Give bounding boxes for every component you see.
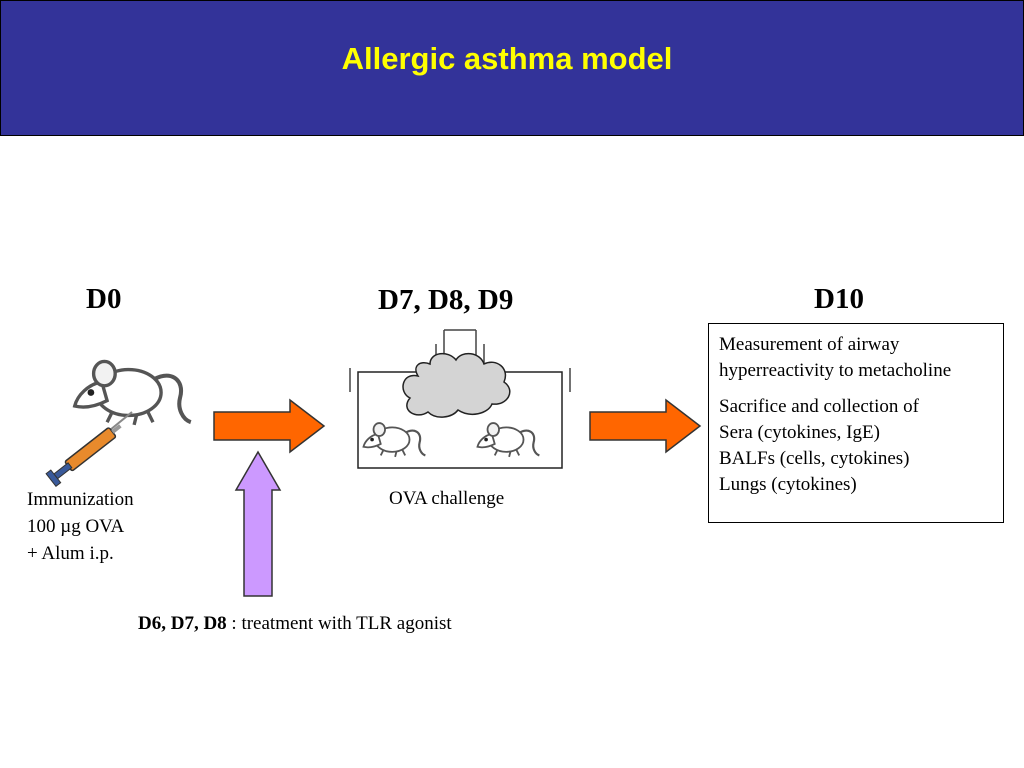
arrow-challenge-to-d10 xyxy=(589,398,702,454)
treatment-text: : treatment with TLR agonist xyxy=(226,613,452,634)
treatment-days: D6, D7, D8 xyxy=(138,613,227,634)
arrow-d0-to-challenge xyxy=(213,398,326,454)
caption-line: + Alum i.p. xyxy=(27,543,114,564)
cloud-icon xyxy=(402,352,511,418)
day-label-challenge: D7, D8, D9 xyxy=(378,284,514,316)
info-line: Measurement of airway xyxy=(719,334,900,355)
arrow-treatment xyxy=(234,450,282,597)
immunization-caption: Immunization 100 µg OVA + Alum i.p. xyxy=(27,486,134,567)
info-line: hyperreactivity to metacholine xyxy=(719,360,952,381)
header-bar: Allergic asthma model xyxy=(0,0,1024,136)
info-line: Sera (cytokines, IgE) xyxy=(719,422,880,443)
syringe-icon xyxy=(45,411,133,488)
d10-info-box: Measurement of airway hyperreactivity to… xyxy=(708,323,1004,523)
day-label-d10: D10 xyxy=(814,283,864,315)
info-line: Lungs (cytokines) xyxy=(719,474,857,495)
slide-title: Allergic asthma model xyxy=(341,41,673,76)
mouse-icon xyxy=(75,361,191,424)
challenge-caption: OVA challenge xyxy=(389,488,505,509)
treatment-note: D6, D7, D8 : treatment with TLR agonist xyxy=(138,613,452,635)
day-label-d0: D0 xyxy=(86,283,122,315)
info-line: Sacrifice and collection of xyxy=(719,396,919,417)
info-line: BALFs (cells, cytokines) xyxy=(719,448,910,469)
caption-line: 100 µg OVA xyxy=(27,516,125,537)
caption-line: Immunization xyxy=(27,489,134,510)
